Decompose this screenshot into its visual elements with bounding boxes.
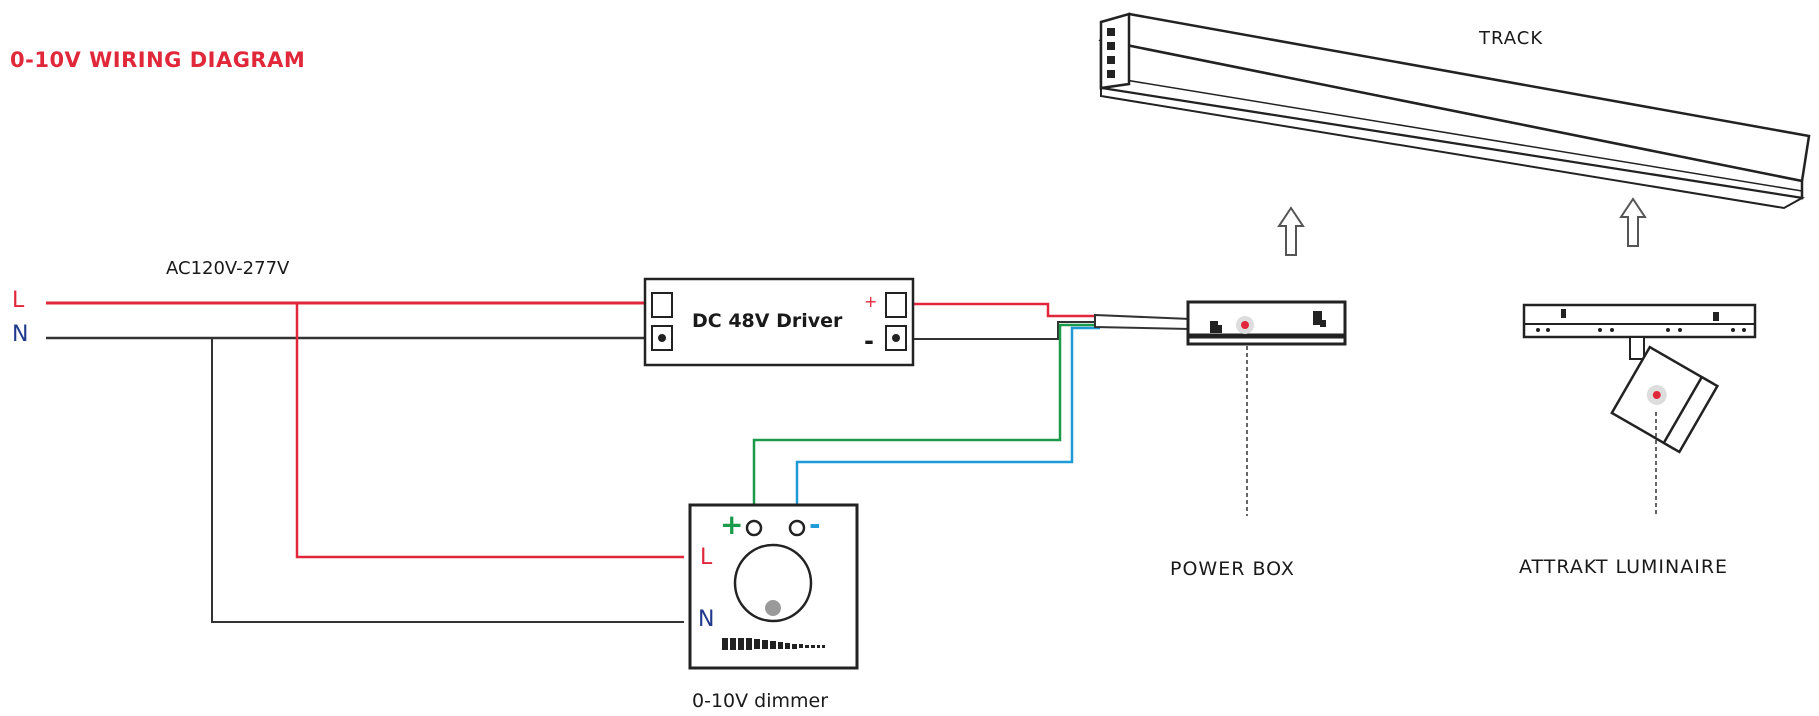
luminaire	[1522, 303, 1757, 517]
power-box-cable	[1094, 313, 1191, 331]
driver-minus-label: -	[864, 327, 874, 355]
dimmer-knob-dot	[765, 600, 781, 616]
driver-label: DC 48V Driver	[692, 310, 843, 332]
dim-plus-wire	[752, 323, 1100, 528]
diagram-title: 0-10V WIRING DIAGRAM	[10, 48, 306, 72]
live-wire-to-dimmer	[295, 303, 684, 559]
power-box-label: POWER BOX	[1170, 558, 1295, 580]
power-box	[1186, 300, 1347, 516]
neutral-wire-to-dimmer	[211, 338, 684, 623]
luminaire-indicator	[1652, 391, 1661, 399]
dimmer-line-label: L	[700, 545, 713, 570]
driver-plus-label: +	[864, 292, 878, 311]
dimmer-level-scale	[722, 638, 825, 650]
arrow-up-icon	[1277, 206, 1305, 256]
track-label: TRACK	[1479, 28, 1544, 49]
dimmer-neutral-label: N	[698, 607, 715, 632]
driver-output-minus-wire	[907, 321, 1100, 340]
arrow-up-icon-2	[1619, 197, 1647, 247]
dimmer-label: 0-10V dimmer	[692, 690, 829, 712]
dimmer-plus-label: +	[720, 508, 744, 541]
line-label: L	[12, 288, 25, 313]
track	[1098, 12, 1811, 210]
driver-output-plus-wire	[907, 302, 1100, 318]
supply-voltage-label: AC120V-277V	[166, 258, 290, 279]
dimmer-plus-terminal	[745, 519, 763, 537]
wires	[46, 301, 1191, 623]
neutral-label: N	[12, 322, 29, 347]
dimmer-minus-terminal	[788, 519, 806, 537]
driver-unit	[643, 277, 915, 367]
dimmer-unit	[688, 503, 859, 670]
dimmer-minus-label: -	[809, 508, 821, 541]
dim-minus-wire	[795, 326, 1100, 528]
dimmer-knob	[733, 543, 813, 623]
luminaire-label: ATTRAKT LUMINAIRE	[1519, 556, 1729, 578]
power-box-indicator	[1241, 321, 1249, 329]
